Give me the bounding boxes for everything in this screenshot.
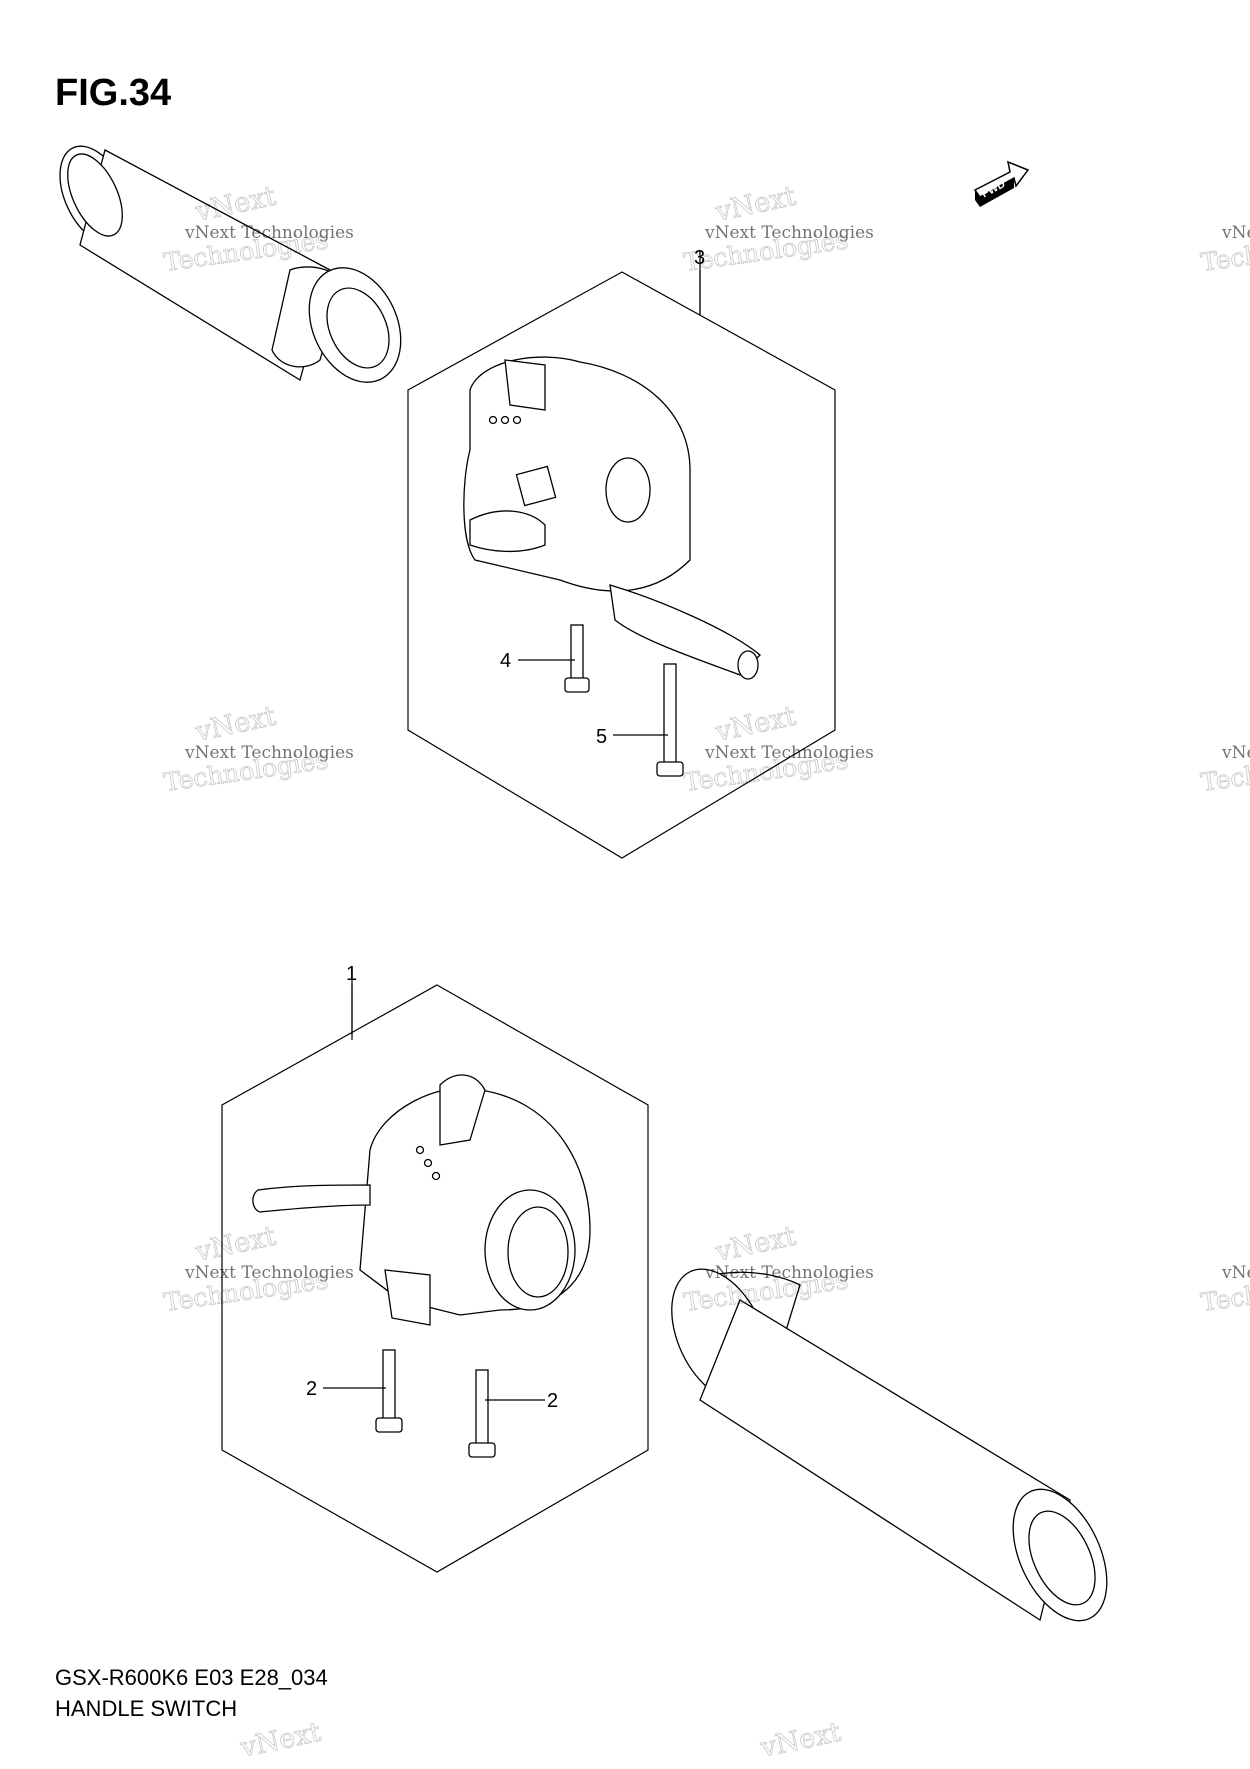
svg-text:vNext: vNext: [712, 181, 799, 228]
right-handle-switch: [463, 356, 761, 680]
callout-2-left: 2: [306, 1378, 317, 1400]
left-grip-top: [59, 145, 402, 383]
svg-text:vNext: vNext: [712, 701, 799, 748]
callout-5: 5: [596, 726, 607, 748]
svg-text:vNext Technologies: vNext Technologies: [1221, 223, 1250, 243]
screw-5: [656, 663, 684, 777]
screw-2-left: [375, 1349, 403, 1433]
callout-1: 1: [346, 963, 357, 985]
svg-text:vNext: vNext: [757, 1717, 844, 1764]
callout-4: 4: [500, 650, 511, 672]
svg-text:vNext Technologies: vNext Technologies: [704, 1263, 874, 1283]
svg-text:vNext Technologies: vNext Technologies: [704, 743, 874, 763]
section-name: HANDLE SWITCH: [55, 1696, 238, 1721]
svg-text:vNext Technologies: vNext Technologies: [184, 1263, 354, 1283]
svg-text:vNext: vNext: [192, 1221, 279, 1268]
model-code: GSX-R600K6 E03 E28_034: [55, 1665, 328, 1690]
figure-title: FIG.34: [55, 72, 172, 114]
fwd-arrow-icon: FWD: [973, 160, 1030, 207]
assembly-outline-bottom: [221, 984, 649, 1573]
svg-text:vNext Technologies: vNext Technologies: [184, 743, 354, 763]
svg-text:vNext Technologies: vNext Technologies: [1221, 1263, 1250, 1283]
callout-leaders: [323, 270, 701, 1401]
screw-4: [564, 624, 590, 693]
screw-2-right: [468, 1369, 496, 1458]
left-handle-switch: [252, 1074, 591, 1326]
svg-text:vNext Technologies: vNext Technologies: [184, 223, 354, 243]
right-grip-bottom: [671, 1268, 1108, 1622]
svg-text:vNext: vNext: [712, 1221, 799, 1268]
callout-2-right: 2: [547, 1390, 558, 1412]
svg-text:vNext Technologies: vNext Technologies: [1221, 743, 1250, 763]
callout-3: 3: [694, 247, 705, 269]
svg-text:vNext: vNext: [237, 1717, 324, 1764]
svg-text:vNext Technologies: vNext Technologies: [704, 223, 874, 243]
svg-text:vNext: vNext: [192, 701, 279, 748]
assembly-outline-top: [407, 271, 836, 859]
